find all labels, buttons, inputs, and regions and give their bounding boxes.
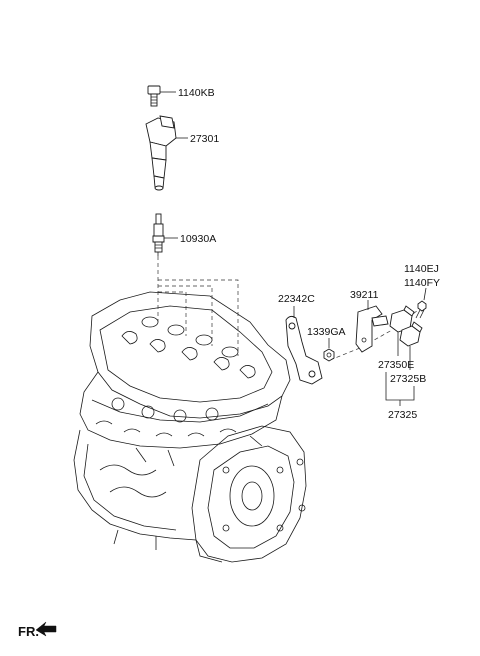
bracket-39211: [355, 305, 389, 353]
label-1140fy: 1140FY: [404, 277, 440, 289]
sensor-27350e: [389, 305, 415, 333]
engine-block: [73, 291, 307, 563]
label-27301: 27301: [190, 133, 219, 145]
label-22342c: 22342C: [278, 293, 315, 305]
spark-plug-10930a: [152, 213, 165, 256]
ignition-coil-27301: [145, 115, 177, 191]
sensor-27325b: [399, 321, 423, 347]
label-39211: 39211: [350, 289, 379, 301]
bolt-1140kb: [147, 85, 161, 107]
label-10930a: 10930A: [180, 233, 216, 245]
label-1339ga: 1339GA: [307, 326, 346, 338]
front-arrow-icon: [35, 621, 57, 637]
nut-1339ga: [323, 348, 335, 362]
label-1140kb: 1140KB: [178, 87, 215, 99]
bolt-1140ej-1140fy: [415, 300, 427, 319]
front-direction-indicator: FR.: [18, 621, 57, 639]
leader-27325-assy: [385, 372, 415, 406]
fr-label: FR.: [18, 624, 39, 639]
label-27325: 27325: [388, 409, 417, 421]
label-1140ej: 1140EJ: [404, 263, 439, 275]
leader-1140ej-1140fy: [423, 287, 427, 301]
bracket-22342c: [285, 315, 323, 385]
label-27325b: 27325B: [390, 373, 426, 385]
label-27350e: 27350E: [378, 359, 414, 371]
